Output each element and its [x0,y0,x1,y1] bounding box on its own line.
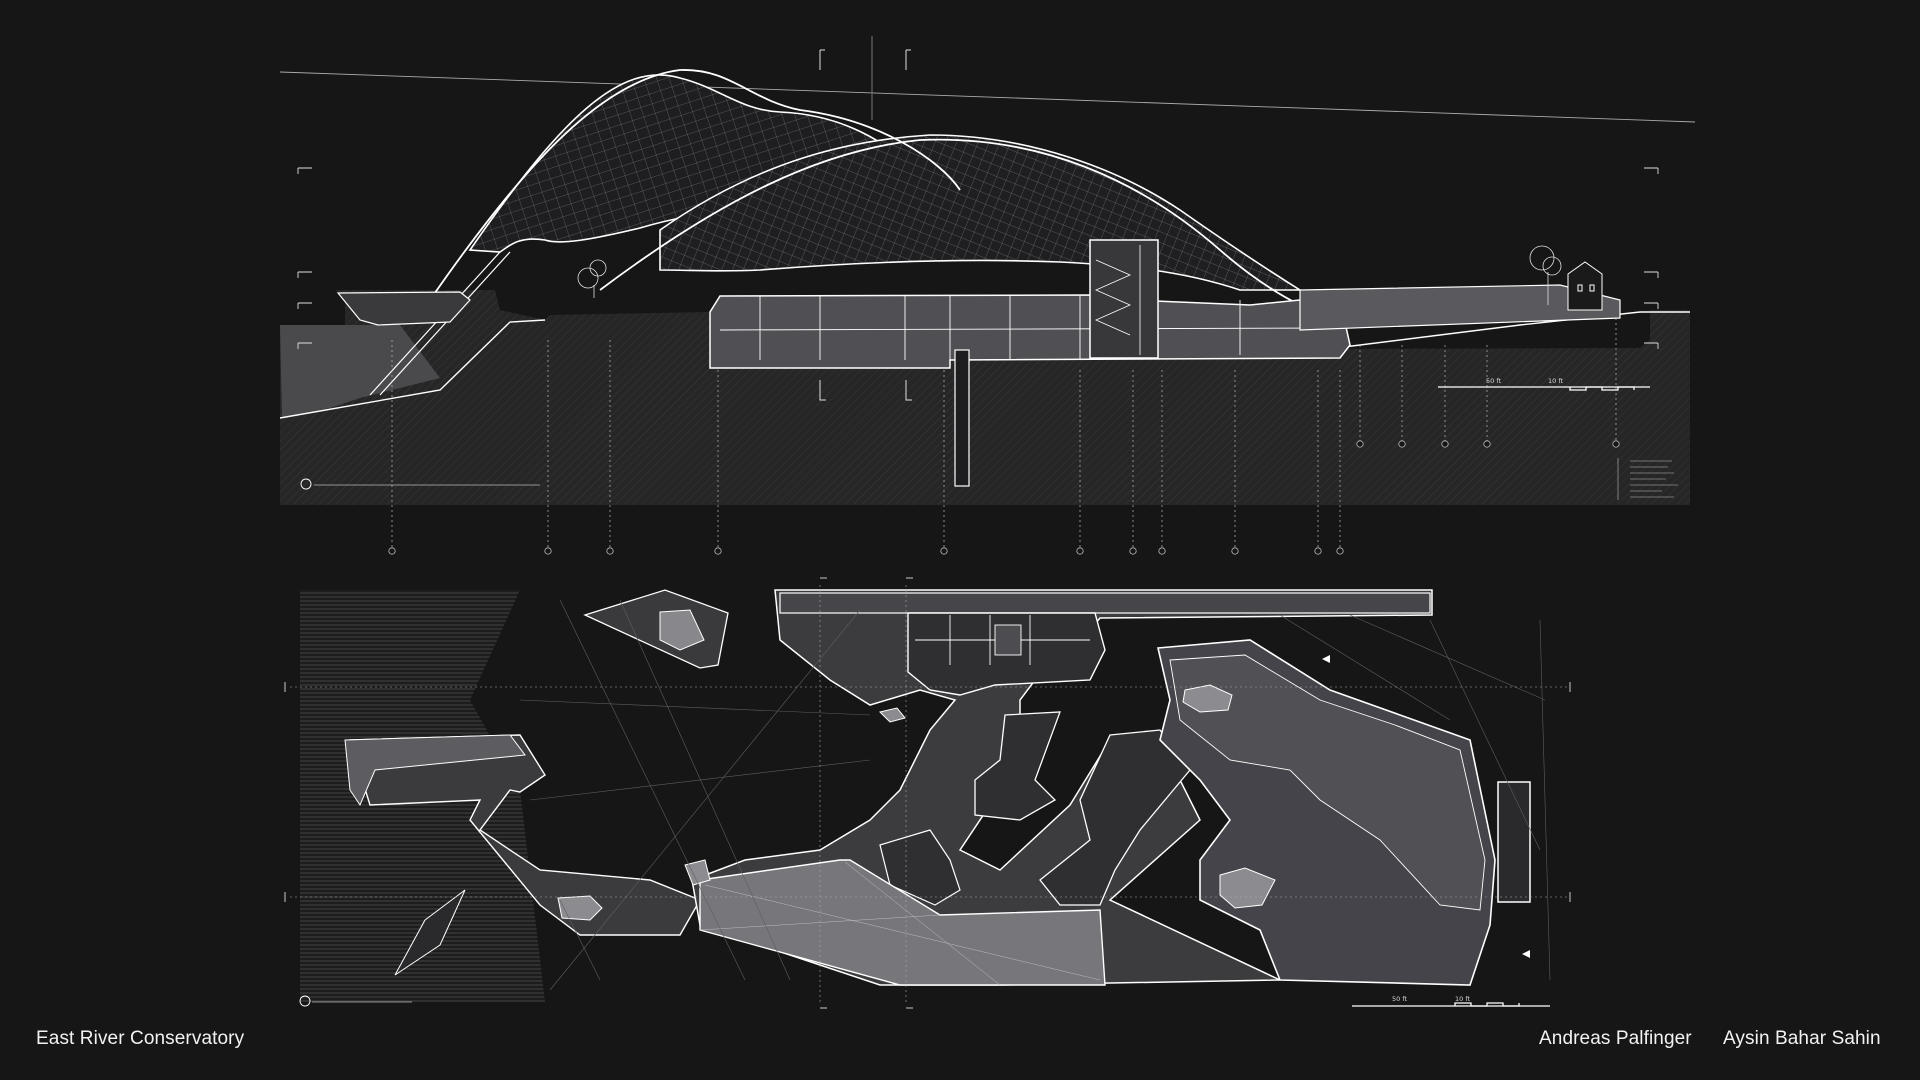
vertical-core [1089,239,1159,359]
section-scale-label-1: 50 ft [1486,377,1502,385]
ground-mass [280,290,1690,505]
author-name-2: Aysin Bahar Sahin [1723,1028,1881,1049]
north-arrow-icon [1322,655,1330,663]
plan-grid-tags [284,577,1571,1009]
shell-outline-arc-2 [599,138,1301,306]
plan-grid-lines [290,585,1570,1002]
plan-scale-label-2: 10 ft [1455,995,1471,1003]
grid-leader-lines [391,318,1617,548]
datum-line [279,71,1696,123]
drawing-number-icon [300,478,312,490]
interior-walls [719,296,1341,360]
east-annex [1497,781,1531,903]
author-name-1: Andreas Palfinger [1539,1028,1692,1049]
house-icon [1567,261,1603,311]
plan-scale-bar [1352,1002,1550,1007]
plan-scale-label-1: 50 ft [1392,995,1408,1003]
legend-list [1617,458,1678,500]
service-rooms [915,615,1090,665]
west-promenade [349,734,702,936]
north-pavilion [583,589,729,669]
east-hall-inner [1169,654,1486,911]
tree-icon [577,245,1562,305]
lobby-diagonals [699,861,1101,986]
west-promenade-tip [344,734,526,807]
plan-number-icon [299,995,311,1007]
site-geometry [519,599,1551,991]
grid-markers [388,440,1620,555]
north-arrow-icon-2 [1522,950,1530,958]
core-stairs [1095,245,1141,355]
foundation-pile [954,349,970,487]
skylight-icons [557,684,1276,921]
shell-outline-arc [429,69,961,301]
south-lobby [699,859,1106,986]
north-service-strip [779,592,1431,614]
section-scale-bar [1438,386,1650,391]
building-section: 50 ft 10 ft [279,36,1696,555]
project-title: East River Conservatory [36,1028,245,1049]
level-marks [297,167,1659,349]
west-entry-block [336,291,471,326]
landing-platform [394,889,466,976]
north-pavilion-skylight [659,609,705,651]
east-wing [1299,284,1621,331]
central-wing [974,711,1061,821]
ground-floor-plan: 50 ft 10 ft [284,577,1571,1009]
interior-floors [709,294,1351,369]
section-scale-label-2: 10 ft [1548,377,1564,385]
section-cut-marks [819,36,912,401]
ground-lighter-slope [280,325,440,418]
